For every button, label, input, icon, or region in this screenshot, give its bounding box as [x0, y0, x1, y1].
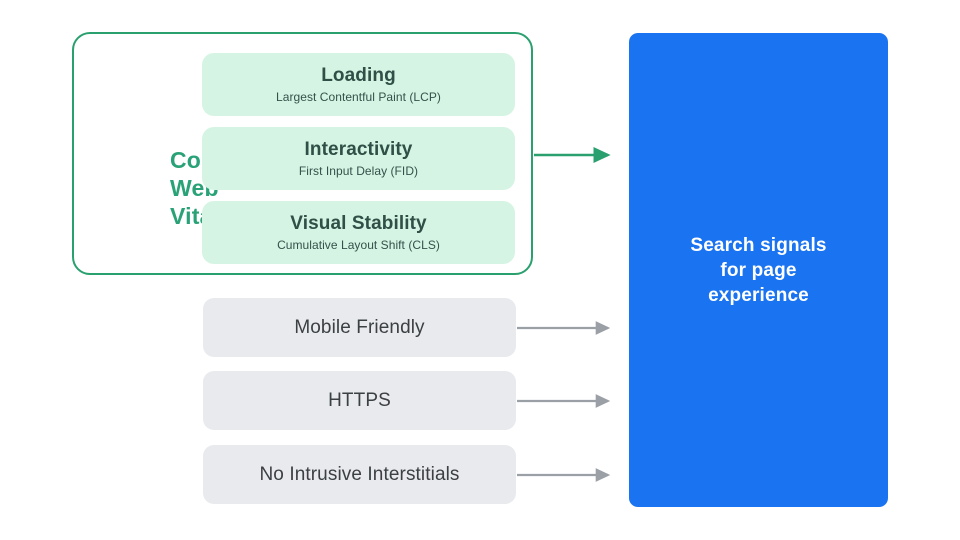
signal-card-no-intrusive-interstitials: No Intrusive Interstitials — [203, 445, 516, 504]
signal-card-label: Mobile Friendly — [294, 316, 425, 338]
destination-box-search-signals: Search signals for page experience — [629, 33, 888, 507]
vital-card-visual-stability: Visual Stability Cumulative Layout Shift… — [202, 201, 515, 264]
vital-card-subtitle: First Input Delay (FID) — [298, 163, 419, 178]
signal-card-https: HTTPS — [203, 371, 516, 430]
signal-card-label: HTTPS — [328, 389, 391, 411]
vital-card-title: Interactivity — [304, 138, 413, 160]
vital-card-loading: Loading Largest Contentful Paint (LCP) — [202, 53, 515, 116]
vital-card-subtitle: Largest Contentful Paint (LCP) — [276, 89, 441, 104]
vital-card-interactivity: Interactivity First Input Delay (FID) — [202, 127, 515, 190]
vital-card-subtitle: Cumulative Layout Shift (CLS) — [277, 237, 440, 252]
destination-box-label: Search signals for page experience — [690, 234, 827, 306]
signal-card-mobile-friendly: Mobile Friendly — [203, 298, 516, 357]
signal-card-label: No Intrusive Interstitials — [259, 463, 460, 485]
vital-card-title: Loading — [321, 64, 396, 86]
vital-card-title: Visual Stability — [290, 212, 427, 234]
